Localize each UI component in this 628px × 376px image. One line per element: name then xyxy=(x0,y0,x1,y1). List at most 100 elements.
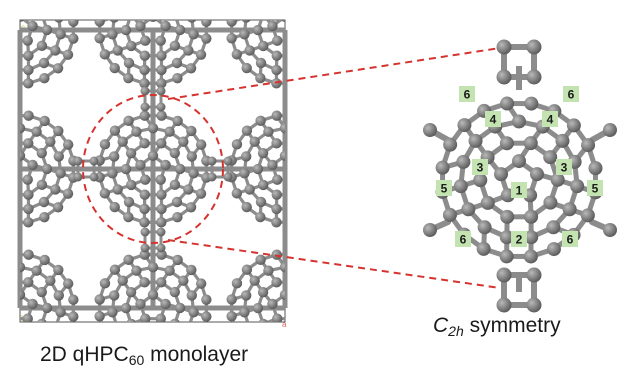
bond xyxy=(0,143,12,153)
bond xyxy=(324,145,333,157)
carbon-atom xyxy=(140,329,150,339)
carbon-atom xyxy=(442,207,457,222)
carbon-atom xyxy=(6,138,16,148)
carbon-atom xyxy=(271,249,282,260)
carbon-atom xyxy=(328,139,338,149)
carbon-atom xyxy=(172,254,183,266)
bond xyxy=(44,328,55,341)
bond xyxy=(323,194,333,208)
bond xyxy=(324,6,333,18)
bond xyxy=(0,324,12,334)
bond xyxy=(293,4,307,14)
carbon-atom xyxy=(156,102,166,112)
carbon-atom xyxy=(0,9,3,19)
carbon-atom xyxy=(456,154,471,169)
bond xyxy=(323,270,333,284)
bond xyxy=(0,356,11,361)
carbon-atom xyxy=(183,184,194,195)
carbon-atom xyxy=(50,323,60,333)
carbon-atom xyxy=(183,45,194,56)
carbon-atom xyxy=(37,318,47,322)
carbon-atom xyxy=(186,125,197,137)
carbon-atom xyxy=(38,196,50,208)
carbon-atom xyxy=(55,168,66,179)
carbon-atom xyxy=(37,9,47,19)
carbon-atom xyxy=(62,49,74,60)
carbon-atom xyxy=(23,203,34,215)
bond xyxy=(105,328,118,332)
carbon-atom xyxy=(112,323,122,333)
carbon-atom xyxy=(7,110,17,120)
carbon-atom xyxy=(195,49,207,60)
carbon-atom xyxy=(53,125,64,137)
carbon-atom xyxy=(0,148,3,158)
carbon-atom xyxy=(139,217,150,228)
bond xyxy=(307,308,312,324)
bond xyxy=(307,292,312,308)
bond xyxy=(247,346,261,356)
carbon-atom xyxy=(252,302,264,314)
bond xyxy=(293,319,294,334)
carbon-atom xyxy=(23,217,34,228)
bond xyxy=(50,3,58,18)
carbon-atom xyxy=(239,29,250,40)
bond xyxy=(7,165,12,180)
svg-text:6: 6 xyxy=(464,88,471,102)
bond xyxy=(320,312,325,328)
bond xyxy=(192,6,201,18)
bond xyxy=(309,328,320,341)
carbon-atom xyxy=(288,356,298,366)
carbon-atom xyxy=(50,45,61,56)
carbon-atom xyxy=(107,307,118,318)
carbon-atom xyxy=(135,20,146,32)
carbon-atom xyxy=(62,278,74,289)
bond xyxy=(250,328,261,341)
carbon-atom xyxy=(156,86,166,96)
bond xyxy=(315,0,323,3)
carbon-atom xyxy=(292,299,302,309)
carbon-atom xyxy=(496,69,512,85)
carbon-atom xyxy=(109,125,121,136)
carbon-atom xyxy=(256,336,266,346)
carbon-atom xyxy=(23,189,34,200)
bond xyxy=(3,132,11,144)
bond xyxy=(0,63,12,70)
bond xyxy=(293,185,306,195)
bond xyxy=(0,41,12,46)
bond xyxy=(123,3,131,15)
carbon-atom xyxy=(156,0,166,9)
carbon-atom xyxy=(249,275,260,286)
carbon-atom xyxy=(0,336,1,346)
carbon-atom xyxy=(120,24,132,36)
carbon-atom xyxy=(31,126,42,137)
carbon-atom xyxy=(231,49,243,60)
bond xyxy=(307,153,312,169)
carbon-atom xyxy=(140,227,150,237)
carbon-atom xyxy=(39,72,50,84)
carbon-atom xyxy=(139,203,150,215)
carbon-atom xyxy=(156,189,167,200)
carbon-atom xyxy=(2,299,12,309)
bond xyxy=(204,20,208,24)
bond xyxy=(309,50,320,63)
carbon-atom xyxy=(546,242,561,257)
carbon-atom xyxy=(307,25,317,35)
bond xyxy=(320,189,333,193)
carbon-atom xyxy=(267,159,278,171)
carbon-atom xyxy=(288,65,298,75)
carbon-atom xyxy=(255,254,266,266)
carbon-atom xyxy=(258,40,269,52)
carbon-atom xyxy=(271,50,282,61)
site-label-4-left: 4 xyxy=(485,111,501,127)
carbon-atom xyxy=(131,126,142,137)
carbon-atom xyxy=(302,148,312,158)
bond xyxy=(293,202,308,209)
carbon-atom xyxy=(244,45,255,56)
carbon-atom xyxy=(140,174,151,185)
bond xyxy=(260,341,261,356)
carbon-atom xyxy=(39,211,50,223)
carbon-atom xyxy=(258,9,268,19)
carbon-atom xyxy=(320,168,330,178)
bond xyxy=(0,292,7,304)
bond xyxy=(315,131,323,142)
